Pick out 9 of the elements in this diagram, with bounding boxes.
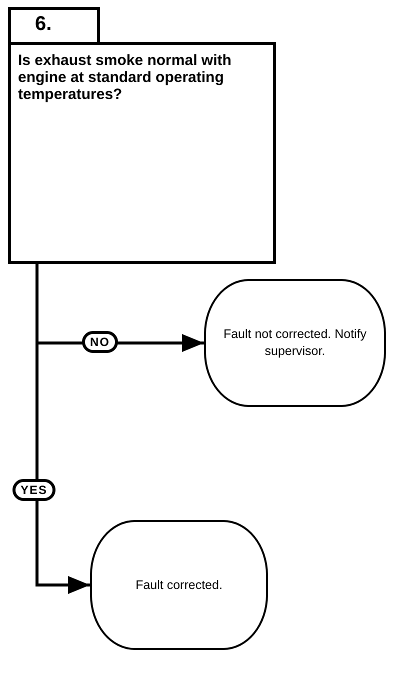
question-text: Is exhaust smoke normal with engine at standard operating temperatures?	[18, 52, 232, 103]
step-number-tab	[8, 7, 100, 45]
result-text: Fault not corrected. Notify supervisor.	[222, 326, 368, 360]
question-box	[8, 42, 276, 264]
result-text: Fault corrected.	[134, 576, 224, 594]
edge-label: YES	[12, 479, 56, 501]
step-number: 6.	[35, 13, 52, 36]
edge-label: NO	[82, 331, 118, 353]
arrow	[36, 264, 90, 594]
